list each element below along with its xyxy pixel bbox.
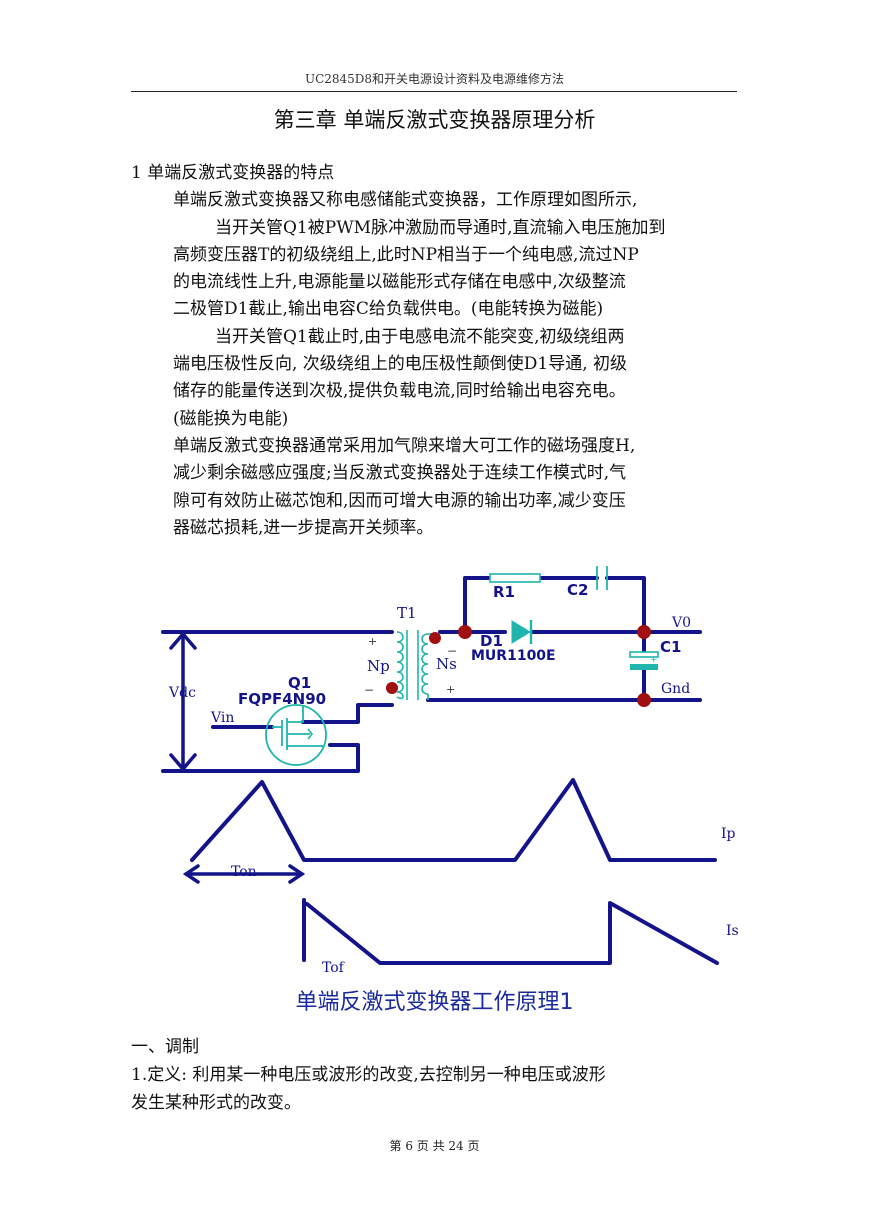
- paragraph-line: 器磁芯损耗,进一步提高开关频率。: [173, 517, 434, 538]
- capacitor-c2: [596, 566, 608, 590]
- circuit-nodes: [386, 625, 651, 707]
- label-r1: R1: [493, 583, 515, 601]
- diode-d1: [511, 620, 533, 644]
- definition-line: 发生某种形式的改变。: [131, 1093, 301, 1113]
- snubber-right-wire: [605, 576, 646, 634]
- label-is: Is: [726, 923, 739, 939]
- primary-winding: [396, 631, 404, 700]
- is-waveform: [302, 898, 719, 965]
- label-ns: Ns: [436, 655, 457, 673]
- vdc-arrow: [169, 631, 197, 772]
- definition-line: 1.定义: 利用某一种电压或波形的改变,去控制另一种电压或波形: [131, 1065, 606, 1085]
- label-np-plus: +: [368, 635, 377, 648]
- section2-heading: 一、调制: [131, 1037, 199, 1057]
- label-vdc: Vdc: [168, 685, 196, 701]
- label-d1-part: MUR1100E: [471, 648, 556, 664]
- mosfet-q1: [265, 704, 327, 766]
- node-dot: [386, 682, 398, 694]
- ip-waveform: [190, 778, 717, 862]
- drain-wire: [301, 703, 394, 724]
- paragraph-line: 减少剩余磁感应强度;当反激式变换器处于连续工作模式时,气: [173, 463, 627, 484]
- section1: 1 单端反激式变换器的特点 单端反激式变换器又称电感储能式变换器，工作原理如图所…: [131, 160, 751, 542]
- label-np-minus: −: [364, 683, 374, 697]
- paragraph-line: 高频变压器T的初级绕组上,此时NP相当于一个纯电感,流过NP: [173, 244, 639, 265]
- snubber-left-wire: [463, 576, 492, 634]
- paragraph-line: 当开关管Q1被PWM脉冲激励而导通时,直流输入电压施加到: [215, 217, 666, 238]
- label-np: Np: [367, 657, 390, 675]
- label-c1: C1: [660, 638, 681, 656]
- label-tof: Tof: [322, 960, 346, 976]
- label-c2: C2: [567, 581, 588, 599]
- capacitor-c1: +: [629, 651, 659, 670]
- node-dot: [637, 625, 651, 639]
- label-ns-minus: −: [447, 644, 457, 658]
- transformer-core: [406, 630, 419, 700]
- node-dot: [429, 632, 441, 644]
- node-dot: [637, 693, 651, 707]
- figure-caption: 单端反激式变换器工作原理1: [295, 990, 574, 1015]
- page-header: UC2845D8和开关电源设计资料及电源维修方法: [304, 72, 565, 86]
- ton-arrow: [182, 864, 306, 884]
- paragraph-line: 端电压极性反向, 次级绕组上的电压极性颠倒使D1导通, 初级: [173, 354, 628, 375]
- section1-heading: 1 单端反激式变换器的特点: [131, 163, 335, 183]
- paragraph-line: (磁能换为电能): [173, 408, 289, 429]
- chapter-title: 第三章 单端反激式变换器原理分析: [273, 108, 596, 132]
- paragraph-line: 单端反激式变换器又称电感储能式变换器，工作原理如图所示,: [173, 190, 638, 211]
- section2: 一、调制 1.定义: 利用某一种电压或波形的改变,去控制另一种电压或波形 发生某…: [131, 1033, 751, 1117]
- label-ns-plus: +: [446, 683, 455, 696]
- label-q1: Q1: [288, 674, 311, 692]
- resistor-r1: [489, 573, 541, 583]
- paragraph-line: 单端反激式变换器通常采用加气隙来增大可工作的磁场强度H,: [173, 435, 636, 456]
- paragraph-line: 当开关管Q1截止时,由于电感电流不能突变,初级绕组两: [215, 326, 625, 347]
- paragraph-line: 二极管D1截止,输出电容C给负载供电。(电能转换为磁能): [173, 299, 604, 320]
- node-dot: [458, 625, 472, 639]
- flyback-circuit-diagram: + T1 R1 C2 D1 MUR1100E V0 C1 Gnd Np Ns +…: [161, 566, 739, 976]
- label-gnd: Gnd: [661, 681, 690, 697]
- label-vin: Vin: [210, 710, 234, 726]
- paragraph-line: 储存的能量传送到次极,提供负载电流,同时给输出电容充电。: [173, 381, 626, 402]
- input-bottom-wire: [161, 743, 360, 773]
- secondary-winding: [421, 633, 429, 695]
- label-q1-part: FQPF4N90: [238, 690, 326, 708]
- label-t1: T1: [397, 604, 417, 622]
- label-ton: Ton: [231, 864, 257, 880]
- paragraph-line: 的电流线性上升,电源能量以磁能形式存储在电感中,次级整流: [173, 272, 626, 293]
- label-ip: Ip: [721, 826, 736, 842]
- header-rule: [131, 91, 737, 92]
- page-footer: 第 6 页 共 24 页: [389, 1139, 480, 1153]
- paragraph-line: 隙可有效防止磁芯饱和,因而可增大电源的输出功率,减少变压: [173, 490, 626, 511]
- label-v0: V0: [671, 615, 691, 631]
- svg-text:+: +: [650, 655, 658, 665]
- label-d1: D1: [480, 632, 503, 650]
